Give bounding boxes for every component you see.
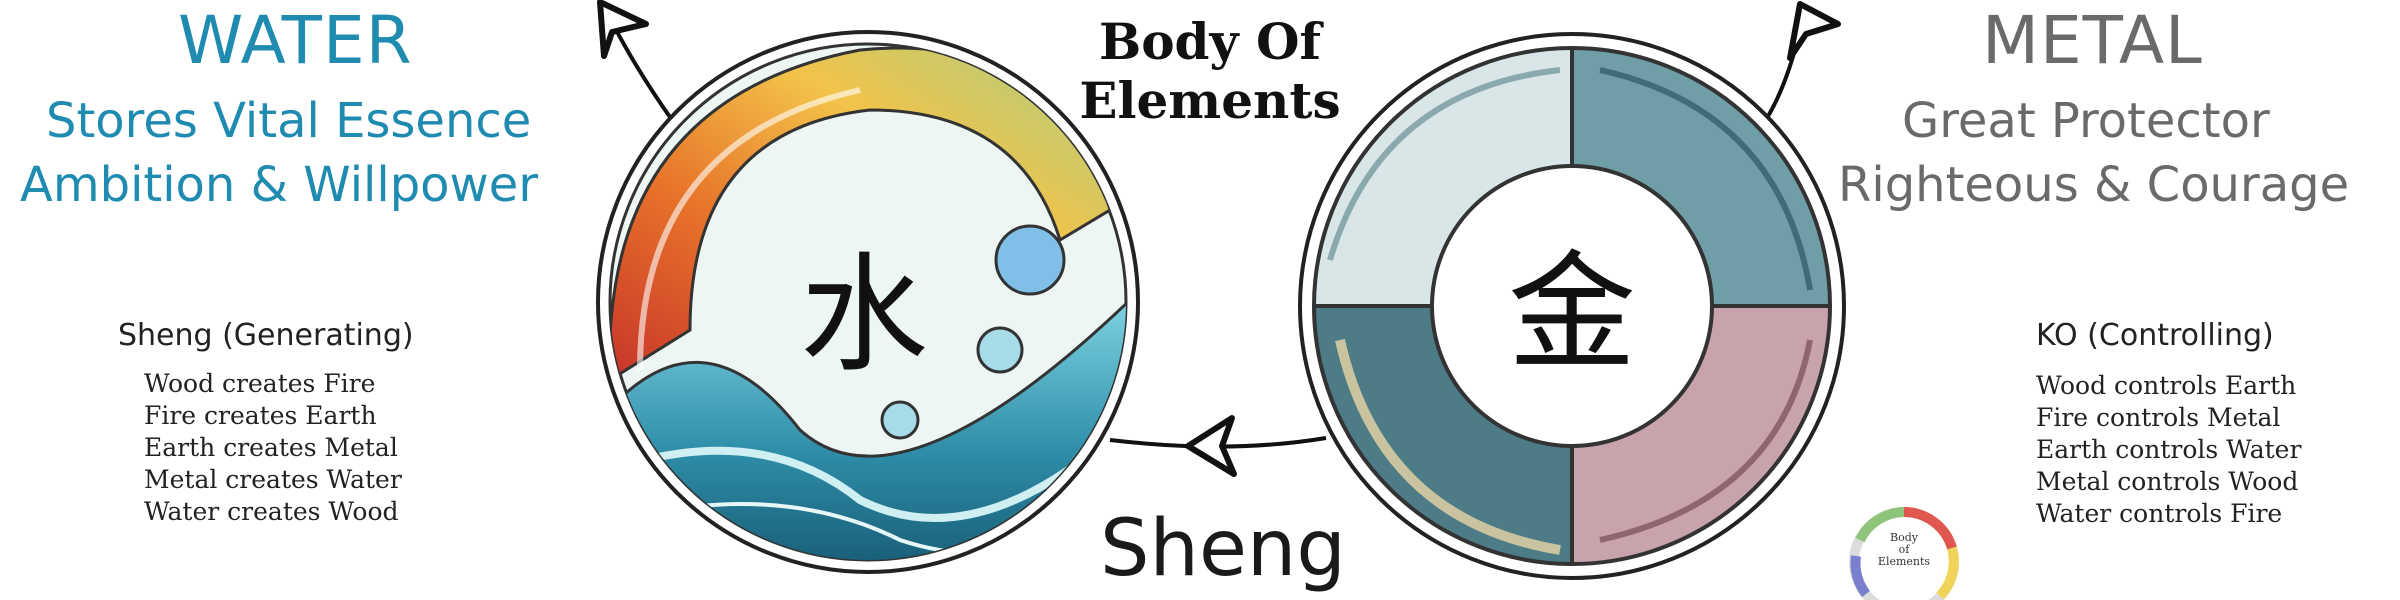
ko-list-heading: KO (Controlling) [2036,318,2274,353]
list-item: Fire controls Metal [2036,403,2281,432]
brand-logo-line-3: Elements [1877,555,1931,568]
water-element-circle [596,30,1140,574]
list-item: Metal creates Water [144,465,402,494]
cycle-arc-metal-top [1760,1,1841,128]
page-title-line-1: Body Of [1098,12,1322,71]
sheng-list: Wood creates Fire Fire creates Earth Ear… [144,368,402,528]
list-item: Fire creates Earth [144,401,377,430]
water-subtitle-2: Ambition & Willpower [20,157,539,213]
metal-subtitle-2: Righteous & Courage [1838,157,2350,213]
brand-logo [1849,507,1959,600]
metal-subtitle-1: Great Protector [1902,93,2270,149]
cycle-arc-bottom [1109,415,1327,477]
list-item: Earth controls Water [2036,435,2302,464]
list-item: Wood creates Fire [144,369,376,398]
brand-logo-line-1: Body [1890,531,1918,544]
list-item: Wood controls Earth [2036,371,2297,400]
cycle-arc-water-top [597,0,674,122]
brand-logo-text: Body of Elements [1874,532,1934,568]
brand-logo-line-2: of [1898,543,1910,556]
metal-glyph: 金 [1508,239,1637,388]
list-item: Water creates Wood [144,497,399,526]
page-title-line-2: Elements [1079,71,1341,130]
water-subtitle-1: Stores Vital Essence [46,93,532,149]
water-title: WATER [178,2,413,79]
list-item: Metal controls Wood [2036,467,2299,496]
page-title: Body Of Elements [1060,12,1360,130]
water-glyph: 水 [800,241,929,390]
ko-list: Wood controls Earth Fire controls Metal … [2036,370,2301,530]
list-item: Earth creates Metal [144,433,398,462]
list-item: Water controls Fire [2036,499,2283,528]
metal-title: METAL [1982,2,2203,79]
sheng-list-heading: Sheng (Generating) [118,318,414,353]
sheng-cycle-label: Sheng [1100,504,1346,594]
